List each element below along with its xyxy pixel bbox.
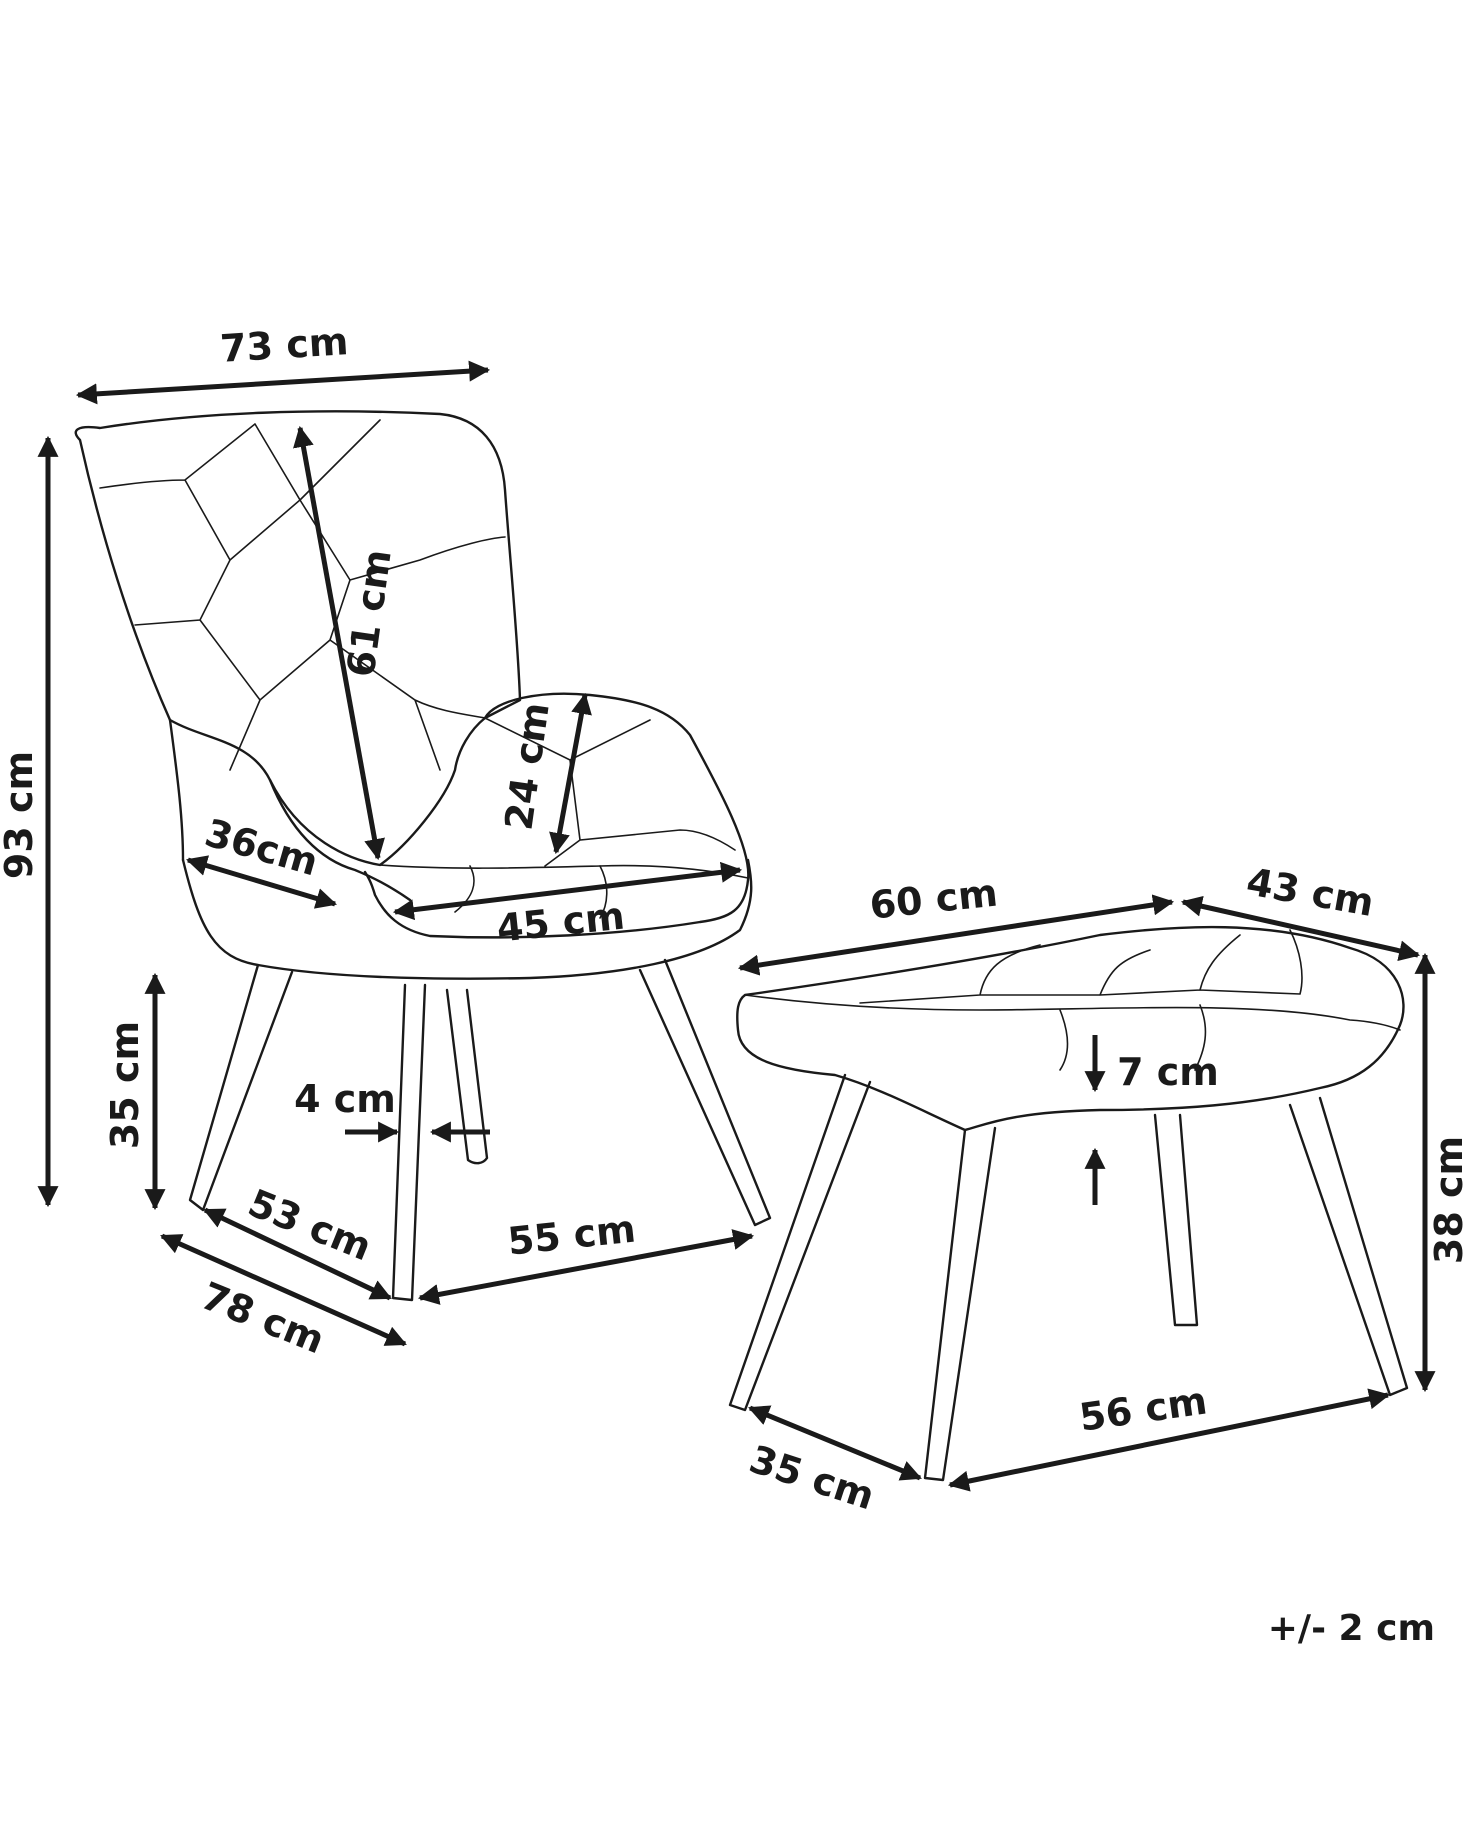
chair-leg-front-left bbox=[188, 963, 294, 1212]
armrest-width-arrow bbox=[185, 855, 338, 909]
ottoman-tufting bbox=[859, 929, 1303, 1071]
seat-width-arrow bbox=[392, 861, 743, 921]
ottoman-leg-width-arrow bbox=[947, 1388, 1391, 1492]
label-chair-width: 73 cm bbox=[219, 319, 350, 371]
label-seat-height: 35 cm bbox=[103, 1021, 147, 1149]
label-backrest-height: 61 cm bbox=[338, 547, 399, 680]
label-ottoman-leg-depth: 35 cm bbox=[744, 1437, 880, 1518]
label-chair-depth: 78 cm bbox=[195, 1274, 330, 1363]
label-cushion-thickness: 7 cm bbox=[1117, 1050, 1219, 1094]
label-chair-height: 93 cm bbox=[0, 751, 41, 879]
label-seat-depth: 53 cm bbox=[242, 1181, 377, 1270]
armchair-drawing bbox=[74, 410, 772, 1302]
label-ottoman-width: 60 cm bbox=[868, 870, 1000, 927]
chair-shell bbox=[74, 410, 522, 867]
label-armrest-width: 36cm bbox=[200, 811, 323, 885]
label-seat-width: 45 cm bbox=[495, 893, 627, 950]
ottoman-leg-front-right bbox=[923, 1126, 997, 1482]
ottoman-drawing bbox=[728, 925, 1409, 1482]
label-armrest-height: 24 cm bbox=[496, 700, 557, 833]
ottoman-width-arrow bbox=[737, 894, 1175, 976]
label-ottoman-height: 38 cm bbox=[1427, 1136, 1470, 1264]
chair-width-arrow bbox=[75, 360, 491, 405]
label-leg-width: 4 cm bbox=[294, 1077, 396, 1121]
backrest-height-arrow bbox=[293, 425, 385, 861]
dimension-labels: 73 cm 93 cm 61 cm 24 cm 36cm 45 cm 35 cm… bbox=[0, 319, 1470, 1649]
label-ottoman-depth: 43 cm bbox=[1243, 859, 1377, 925]
dimension-arrows bbox=[37, 360, 1436, 1492]
label-ottoman-leg-width: 56 cm bbox=[1077, 1378, 1210, 1439]
ottoman-leg-back-left bbox=[1153, 1113, 1199, 1327]
ottoman-leg-front-left bbox=[728, 1073, 872, 1412]
chair-back-tufting bbox=[99, 419, 506, 771]
ottoman-leg-depth-arrow bbox=[748, 1405, 922, 1481]
tolerance-note: +/- 2 cm bbox=[1268, 1608, 1435, 1649]
armrest-height-arrow bbox=[549, 692, 592, 855]
chair-depth-arrow bbox=[160, 1233, 407, 1347]
chair-leg-back-right bbox=[638, 958, 772, 1227]
ottoman-leg-back-right bbox=[1288, 1096, 1409, 1397]
leg-span-arrow bbox=[417, 1229, 755, 1305]
chair-leg-front-right bbox=[391, 983, 427, 1302]
label-leg-span: 55 cm bbox=[506, 1206, 638, 1263]
chair-leg-back bbox=[445, 988, 489, 1165]
ottoman-depth-arrow bbox=[1180, 895, 1421, 962]
